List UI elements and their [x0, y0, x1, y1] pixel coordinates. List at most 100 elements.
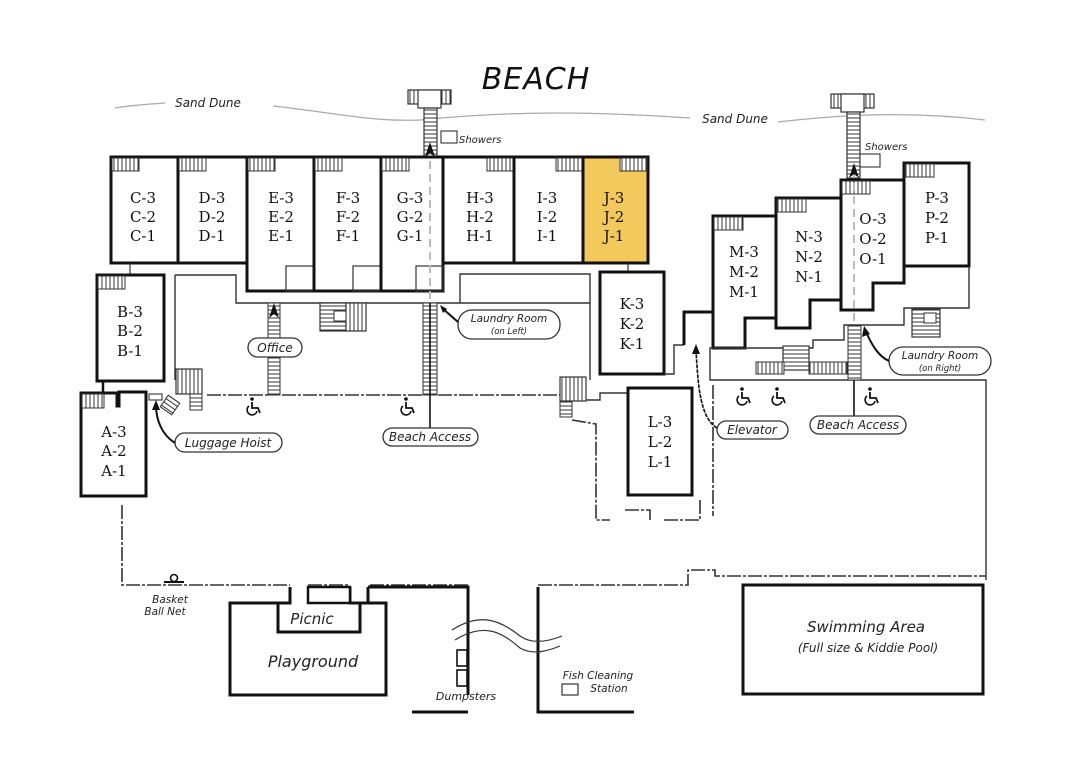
unit-N-3[interactable]: N-3 [795, 228, 823, 246]
unit-B-1[interactable]: B-1 [117, 342, 143, 360]
unit-G-2[interactable]: G-2 [397, 208, 424, 226]
playground-area [228, 587, 388, 697]
basketball-label-2: Ball Net [144, 606, 186, 618]
building-O[interactable]: O-3 O-2 O-1 [839, 178, 906, 312]
unit-H-2[interactable]: H-2 [466, 208, 494, 226]
unit-H-1[interactable]: H-1 [466, 227, 494, 245]
unit-B-3[interactable]: B-3 [117, 303, 143, 321]
picnic-area [276, 603, 362, 634]
callout-laundry-left[interactable]: Laundry Room (on Left) [457, 309, 561, 340]
unit-K-1[interactable]: K-1 [620, 335, 645, 353]
unit-L-2[interactable]: L-2 [648, 433, 673, 451]
showers-label-right: Showers [865, 142, 907, 153]
callout-beach-access-left[interactable]: Beach Access [382, 427, 479, 447]
unit-O-3[interactable]: O-3 [859, 210, 886, 228]
road-break-icon [451, 619, 563, 653]
swimming-area[interactable] [741, 583, 985, 696]
unit-I-3[interactable]: I-3 [537, 189, 558, 207]
building-D[interactable]: D-3 D-2 D-1 [176, 155, 249, 265]
building-I[interactable]: I-3 I-2 I-1 [512, 155, 585, 265]
unit-P-1[interactable]: P-1 [925, 229, 949, 247]
unit-M-3[interactable]: M-3 [729, 243, 759, 261]
unit-O-2[interactable]: O-2 [859, 230, 886, 248]
building-H[interactable]: H-3 H-2 H-1 [441, 155, 516, 265]
unit-D-3[interactable]: D-3 [199, 189, 226, 207]
unit-K-3[interactable]: K-3 [620, 295, 645, 313]
beach-access-stairs-right[interactable] [847, 324, 862, 381]
unit-J-2[interactable]: J-2 [602, 208, 625, 226]
beach-access-right-label: Beach Access [817, 418, 899, 432]
basketball-label-1: Basket [152, 594, 189, 606]
callout-beach-access-right[interactable]: Beach Access [809, 415, 907, 435]
unit-G-3[interactable]: G-3 [397, 189, 424, 207]
beach-walkway-left[interactable] [407, 89, 452, 159]
unit-G-1[interactable]: G-1 [397, 227, 424, 245]
unit-J-3[interactable]: J-3 [602, 189, 625, 207]
unit-N-1[interactable]: N-1 [795, 268, 823, 286]
unit-C-1[interactable]: C-1 [130, 227, 156, 245]
unit-A-1[interactable]: A-1 [100, 462, 126, 480]
building-L[interactable]: L-3 L-2 L-1 [626, 386, 694, 497]
building-B[interactable]: B-3 B-2 B-1 [95, 273, 166, 383]
unit-K-2[interactable]: K-2 [620, 315, 645, 333]
unit-E-1[interactable]: E-1 [268, 227, 294, 245]
unit-F-1[interactable]: F-1 [336, 227, 360, 245]
beach-walkway-right[interactable] [830, 93, 875, 181]
wheelchair-icon [400, 396, 415, 416]
unit-L-3[interactable]: L-3 [648, 413, 673, 431]
unit-B-2[interactable]: B-2 [117, 322, 143, 340]
unit-N-2[interactable]: N-2 [795, 248, 823, 266]
callout-office[interactable]: Office [247, 337, 303, 358]
unit-P-2[interactable]: P-2 [925, 209, 949, 227]
unit-E-2[interactable]: E-2 [268, 208, 294, 226]
stairs-right-central [755, 345, 848, 375]
unit-C-3[interactable]: C-3 [130, 189, 156, 207]
unit-I-1[interactable]: I-1 [537, 227, 558, 245]
building-G[interactable]: G-3 G-2 G-1 [379, 155, 445, 293]
unit-M-2[interactable]: M-2 [729, 263, 759, 281]
unit-O-1[interactable]: O-1 [859, 250, 886, 268]
building-P[interactable]: P-3 P-2 P-1 [902, 161, 971, 268]
sand-dune-label-left: Sand Dune [175, 96, 241, 110]
unit-F-3[interactable]: F-3 [336, 189, 360, 207]
callout-laundry-right[interactable]: Laundry Room (on Right) [888, 346, 992, 376]
building-M[interactable]: M-3 M-2 M-1 [711, 214, 778, 350]
picnic-label: Picnic [290, 610, 334, 628]
unit-H-3[interactable]: H-3 [466, 189, 494, 207]
callout-elevator[interactable]: Elevator [716, 420, 789, 440]
unit-P-3[interactable]: P-3 [925, 189, 949, 207]
playground-label: Playground [268, 652, 359, 671]
wheelchair-icon [246, 396, 261, 416]
building-N[interactable]: N-3 N-2 N-1 [774, 196, 843, 330]
unit-E-3[interactable]: E-3 [268, 189, 294, 207]
unit-I-2[interactable]: I-2 [537, 208, 558, 226]
elevator-shaft[interactable] [682, 310, 713, 345]
arrow-icon [440, 305, 447, 313]
wheelchair-icon [864, 386, 879, 406]
unit-F-2[interactable]: F-2 [336, 208, 360, 226]
office-label: Office [257, 341, 292, 355]
unit-C-2[interactable]: C-2 [130, 208, 156, 226]
building-K[interactable]: K-3 K-2 K-1 [598, 270, 666, 376]
building-E[interactable]: E-3 E-2 E-1 [245, 155, 316, 293]
swimming-sublabel: (Full size & Kiddie Pool) [798, 641, 938, 655]
building-F[interactable]: F-3 F-2 F-1 [312, 155, 383, 293]
unit-D-1[interactable]: D-1 [199, 227, 226, 245]
unit-D-2[interactable]: D-2 [199, 208, 226, 226]
beach-access-left-label: Beach Access [389, 430, 471, 444]
building-A[interactable]: A-3 A-2 A-1 [79, 390, 148, 498]
building-C[interactable]: C-3 C-2 C-1 [109, 155, 180, 265]
arrow-icon [152, 400, 160, 410]
sand-dune-label-right: Sand Dune [702, 112, 768, 126]
showers-box-left [440, 130, 458, 144]
building-J[interactable]: J-3 J-2 J-1 [581, 155, 650, 265]
unit-A-3[interactable]: A-3 [100, 423, 126, 441]
callout-luggage-hoist[interactable]: Luggage Hoist [174, 432, 283, 453]
showers-box-right [859, 153, 881, 168]
unit-J-1[interactable]: J-1 [602, 227, 625, 245]
unit-L-1[interactable]: L-1 [648, 453, 673, 471]
luggage-hoist[interactable] [148, 393, 163, 401]
unit-M-1[interactable]: M-1 [729, 283, 759, 301]
unit-A-2[interactable]: A-2 [100, 442, 126, 460]
luggage-hoist-label: Luggage Hoist [185, 436, 273, 450]
